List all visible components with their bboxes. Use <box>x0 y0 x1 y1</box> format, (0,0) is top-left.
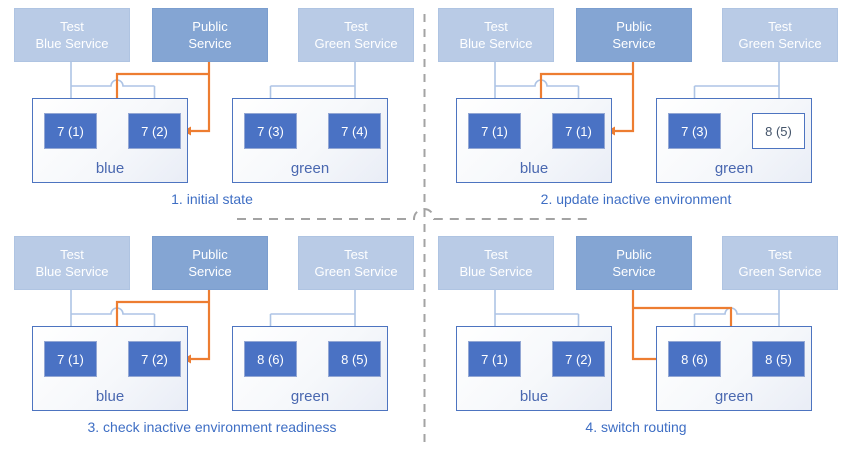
step-caption: 3. check inactive environment readiness <box>87 419 337 435</box>
test-green-service-box: Test Green Service <box>298 8 414 62</box>
service-label-line2: Service <box>188 264 232 279</box>
environment-label: blue <box>519 160 549 177</box>
pod-box: 7 (1) <box>44 113 97 149</box>
quadrant-switch-routing: Test Blue Service Public Service Test Gr… <box>424 228 848 456</box>
service-label-line1: Test <box>768 19 792 34</box>
pod-box: 7 (3) <box>244 113 297 149</box>
service-label-line2: Green Service <box>738 36 822 51</box>
quadrant-update-inactive: Test Blue Service Public Service Test Gr… <box>424 0 848 228</box>
public-service-box: Public Service <box>152 8 268 62</box>
service-label-line1: Public <box>616 247 652 262</box>
service-label-line1: Test <box>484 19 508 34</box>
service-label-line2: Green Service <box>738 264 822 279</box>
public-service-box: Public Service <box>152 236 268 290</box>
quadrant-initial-state: Test Blue Service Public Service Test Gr… <box>0 0 424 228</box>
test-blue-service-box: Test Blue Service <box>438 8 554 62</box>
step-caption: 1. initial state <box>171 191 253 207</box>
pod-box: 7 (1) <box>468 341 521 377</box>
pod-box: 7 (4) <box>328 113 381 149</box>
public-service-box: Public Service <box>576 236 692 290</box>
pod-box: 8 (5) <box>752 113 805 149</box>
service-label-line1: Test <box>60 19 84 34</box>
service-label-line1: Public <box>192 19 228 34</box>
test-blue-service-box: Test Blue Service <box>438 236 554 290</box>
environment-label: green <box>290 388 330 405</box>
step-caption: 4. switch routing <box>585 419 687 435</box>
pod-box: 7 (1) <box>44 341 97 377</box>
test-blue-service-box: Test Blue Service <box>14 8 130 62</box>
service-label-line2: Blue Service <box>35 264 109 279</box>
test-green-service-box: Test Green Service <box>722 8 838 62</box>
service-label-line1: Public <box>192 247 228 262</box>
service-label-line2: Service <box>612 36 656 51</box>
service-label-line2: Service <box>612 264 656 279</box>
pod-box: 7 (2) <box>552 341 605 377</box>
service-label-line1: Test <box>60 247 84 262</box>
pod-box: 8 (6) <box>244 341 297 377</box>
pod-box: 7 (1) <box>468 113 521 149</box>
environment-label: green <box>714 160 754 177</box>
service-label-line1: Test <box>344 19 368 34</box>
pod-box: 8 (5) <box>328 341 381 377</box>
service-label-line1: Test <box>344 247 368 262</box>
pod-box: 8 (6) <box>668 341 721 377</box>
service-label-line1: Test <box>768 247 792 262</box>
environment-label: blue <box>519 388 549 405</box>
service-label-line2: Green Service <box>314 36 398 51</box>
service-label-line2: Blue Service <box>459 36 533 51</box>
pod-box: 7 (3) <box>668 113 721 149</box>
test-green-service-box: Test Green Service <box>722 236 838 290</box>
environment-label: blue <box>95 388 125 405</box>
test-blue-service-box: Test Blue Service <box>14 236 130 290</box>
pod-box: 7 (2) <box>128 341 181 377</box>
service-label-line1: Test <box>484 247 508 262</box>
pod-box: 8 (5) <box>752 341 805 377</box>
environment-label: green <box>290 160 330 177</box>
environment-label: blue <box>95 160 125 177</box>
test-green-service-box: Test Green Service <box>298 236 414 290</box>
service-label-line2: Blue Service <box>35 36 109 51</box>
public-service-box: Public Service <box>576 8 692 62</box>
service-label-line1: Public <box>616 19 652 34</box>
service-label-line2: Service <box>188 36 232 51</box>
service-label-line2: Blue Service <box>459 264 533 279</box>
step-caption: 2. update inactive environment <box>540 191 732 207</box>
environment-label: green <box>714 388 754 405</box>
pod-box: 7 (1) <box>552 113 605 149</box>
quadrant-check-readiness: Test Blue Service Public Service Test Gr… <box>0 228 424 456</box>
pod-box: 7 (2) <box>128 113 181 149</box>
service-label-line2: Green Service <box>314 264 398 279</box>
